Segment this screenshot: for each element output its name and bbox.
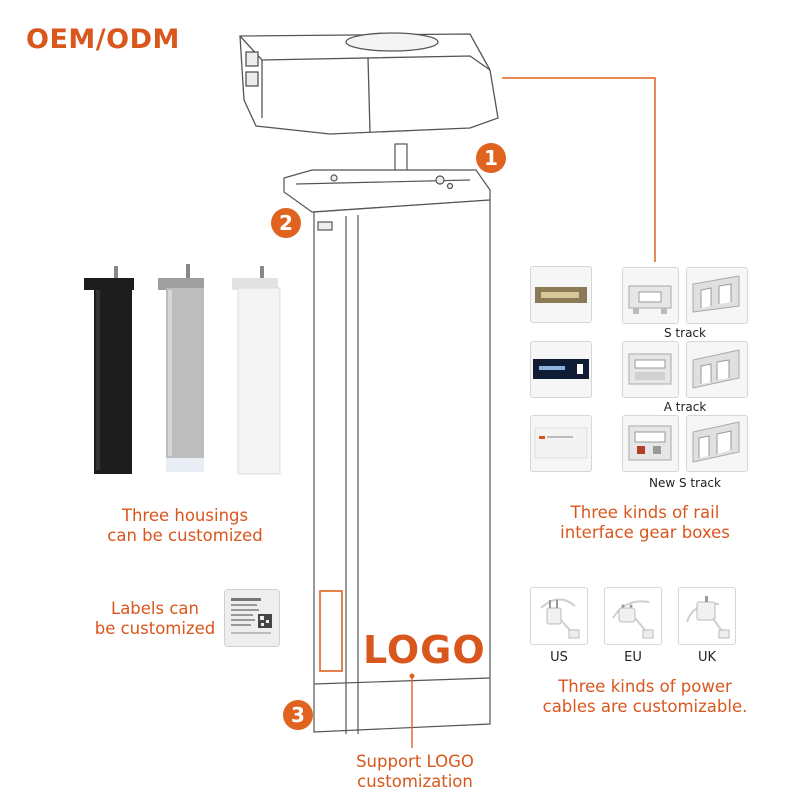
power-caption: Three kinds of power cables are customiz… xyxy=(520,677,770,717)
labels-caption-line1: Labels can xyxy=(111,599,199,618)
gearbox-thumb-2 xyxy=(530,341,592,398)
gearbox-thumb-3 xyxy=(530,415,592,472)
gearboxes-caption-line1: Three kinds of rail xyxy=(570,503,720,522)
uk-plug-image xyxy=(678,587,736,645)
labels-caption-line2: be customized xyxy=(94,619,216,638)
eu-plug-label: EU xyxy=(624,650,642,665)
gear-plate xyxy=(283,169,491,213)
housings-caption-line2: can be customized xyxy=(107,526,263,545)
callout-2: 2 xyxy=(271,208,301,238)
logo-caption-line2: customization xyxy=(357,772,473,791)
housing-black xyxy=(84,266,134,474)
labels-caption: Labels can be customized xyxy=(80,599,230,639)
a-track-label: A track xyxy=(663,400,707,414)
us-plug-label: US xyxy=(550,650,568,665)
logo-caption: Support LOGO customization xyxy=(330,752,500,792)
gearbox-thumb-1 xyxy=(530,266,592,323)
us-plug-image xyxy=(530,587,588,645)
product-label-image xyxy=(224,589,280,647)
new-s-track-label: New S track xyxy=(649,476,721,490)
gearbox-connector-line xyxy=(502,77,656,262)
new-s-track-profile-image xyxy=(686,415,748,472)
a-track-profile-image xyxy=(686,341,748,398)
eu-plug-image xyxy=(604,587,662,645)
housings-caption-line1: Three housings xyxy=(121,506,249,525)
housing-silver xyxy=(158,264,204,472)
callout-3: 3 xyxy=(283,700,313,730)
power-caption-line2: cables are customizable. xyxy=(542,697,748,716)
logo-caption-line1: Support LOGO xyxy=(356,752,474,771)
power-caption-line1: Three kinds of power xyxy=(558,677,732,696)
s-track-label: S track xyxy=(664,326,706,340)
new-s-track-gear-image xyxy=(622,415,679,472)
page-title: OEM/ODM xyxy=(26,24,180,55)
housings-caption: Three housings can be customized xyxy=(70,506,300,546)
housing-white xyxy=(232,266,281,475)
gearboxes-caption: Three kinds of rail interface gear boxes xyxy=(530,503,760,543)
callout-1: 1 xyxy=(476,143,506,173)
a-track-gear-image xyxy=(622,341,679,398)
uk-plug-label: UK xyxy=(697,650,717,665)
logo-text: LOGO xyxy=(363,628,486,672)
motor-body xyxy=(313,199,491,734)
s-track-gear-image xyxy=(622,267,679,324)
top-cover xyxy=(239,32,499,135)
logo-area-outline xyxy=(319,590,343,672)
s-track-profile-image xyxy=(686,267,748,324)
gearboxes-caption-line2: interface gear boxes xyxy=(560,523,730,542)
